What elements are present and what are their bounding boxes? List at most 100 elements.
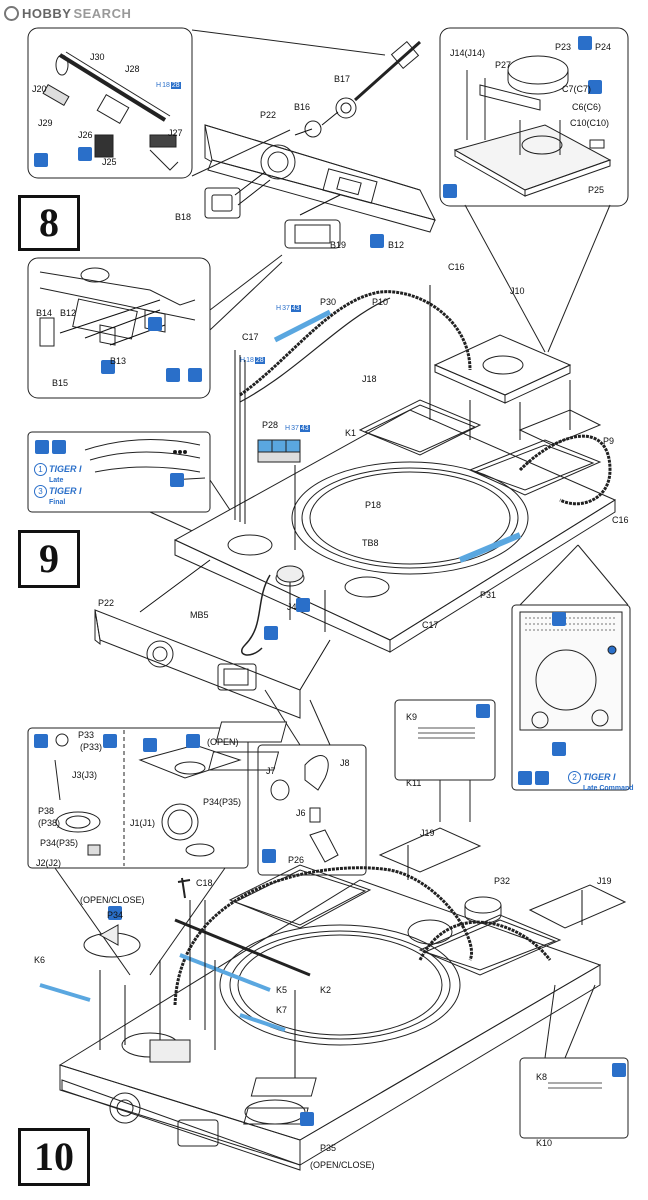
part-callout: P22 [260,110,277,120]
glue-icon [262,849,276,863]
part-callout: (OPEN/CLOSE) [310,1160,375,1170]
fit-icon [552,742,566,756]
fit-icon [170,473,184,487]
part-callout: C10(C10) [570,118,610,128]
detail-inset-frame [27,431,211,513]
version-name: TIGER I [49,464,82,474]
part-callout: J3(J3) [72,770,98,780]
version-number: 3 [34,485,47,498]
mg-inset-frame [27,27,193,179]
part-callout: P32 [494,876,511,886]
part-callout: (P38) [38,818,61,828]
part-callout: C18 [196,878,213,888]
part-callout: C16 [612,515,629,525]
part-callout: P28 [262,420,279,430]
glue-icon [34,734,48,748]
part-callout: B16 [294,102,311,112]
fit-icon [52,440,66,454]
part-callout: K6 [34,955,46,965]
step-number-8: 8 [18,195,80,251]
fit-icon [166,368,180,382]
watermark-site: SEARCH [73,5,132,21]
part-callout: J29 [38,118,53,128]
part-callout: B17 [334,74,351,84]
part-callout: P35 [320,1143,337,1153]
fit-icon [148,317,162,331]
periscope-detail-inset-frame [257,744,367,876]
turret-ring [291,461,529,575]
version-sub: Late Command [583,785,634,792]
part-callout: C17 [422,620,439,630]
part-callout: P34(P35) [203,797,242,807]
part-callout: J4 [287,602,297,612]
part-callout: J26 [78,130,93,140]
step-number-10: 10 [18,1128,90,1186]
part-callout: K11 [406,778,422,788]
fit-icon [103,734,117,748]
fit-icon [78,147,92,161]
h-sprue-letter: H [240,357,246,364]
part-callout: P31 [480,590,497,600]
fit-icon [186,734,200,748]
part-callout: B18 [175,212,192,222]
part-callout: J14(J14) [450,48,486,58]
hatch-detail-inset-frame [27,727,249,869]
part-callout: K1 [345,428,357,438]
watermark-logo-icon [4,5,19,21]
glue-icons [34,153,626,1077]
periscope-inset-frame [27,257,211,399]
part-callout: P34(P35) [40,838,79,848]
version-number: 1 [34,463,47,476]
fit-icon [588,80,602,94]
part-callout: C16 [448,262,465,272]
part-callout: P33 [78,730,95,740]
part-callout: J6 [296,808,306,818]
part-callout: J2(J2) [36,858,62,868]
h-sprue-letter: H [156,82,162,89]
sprue-number: 43 [290,305,301,312]
part-callout: J20 [32,84,47,94]
fit-icon [370,234,384,248]
sprue-number: 18 [162,82,170,89]
fit-icon [296,598,310,612]
bottom-grille-inset-frame [519,1057,629,1139]
part-callout: P22 [98,598,115,608]
part-callout: P23 [555,42,572,52]
part-callout: J10 [510,286,525,296]
part-callout: J7 [266,766,276,776]
hull-step10-outline [58,879,602,1141]
part-callout: P25 [588,185,605,195]
part-callout: J1(J1) [130,818,156,828]
part-callout: J19 [597,876,612,886]
fit-icon [143,738,157,752]
part-callout: K9 [406,712,418,722]
part-callout: B14 [36,308,53,318]
part-callout: (OPEN/CLOSE) [80,895,145,905]
glue-icon [35,440,49,454]
part-callout: C17 [242,332,259,342]
glue-icon [476,704,490,718]
version-sub: Final [49,499,66,506]
watermark-brand: HOBBY [22,5,72,21]
part-callout: B13 [110,356,127,366]
fit-markers [52,36,602,1126]
part-callout: C7(C7) [562,84,592,94]
h-sprue-letter: H [285,425,291,432]
part-callout: P10 [372,297,389,307]
part-callout: K8 [536,1072,548,1082]
fit-icon [101,360,115,374]
mg-parts-drawing [42,51,179,171]
part-callout: K5 [276,985,288,995]
part-callout: B12 [388,240,405,250]
part-callout: J30 [90,52,105,62]
sprue-number: 28 [170,82,181,89]
version-name: TIGER I [583,772,616,782]
sprue-number: 28 [254,357,265,364]
sprue-number: 18 [246,357,254,364]
